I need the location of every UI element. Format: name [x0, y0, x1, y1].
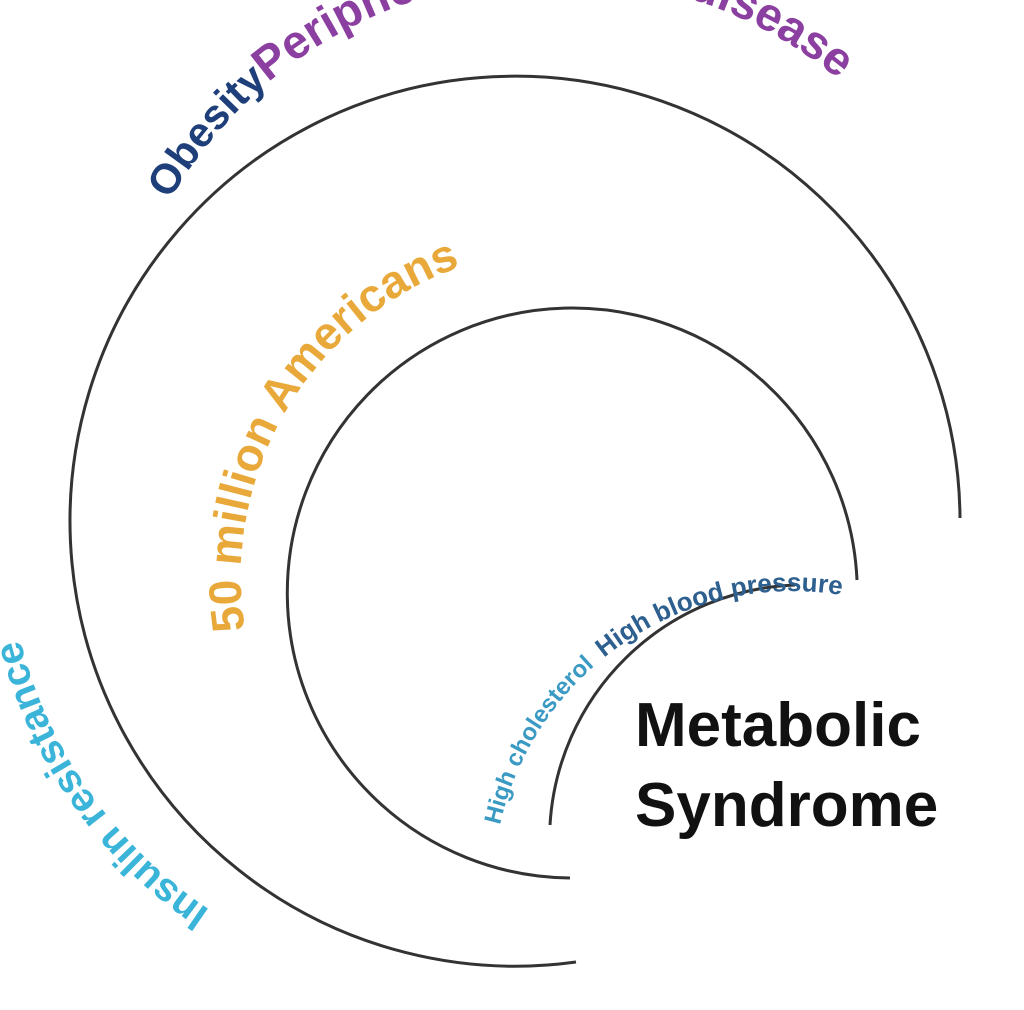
label-insulin-resistance: Insulin resistance — [0, 637, 215, 939]
middle-arc — [285, 306, 859, 880]
title-line-2: Syndrome — [635, 771, 938, 840]
title-line-1: Metabolic — [635, 691, 921, 760]
label-high-cholesterol: High cholesterol — [480, 650, 599, 826]
inner-arc — [548, 583, 796, 826]
label-obesity: Obesity — [138, 53, 275, 204]
outer-arc — [68, 74, 962, 968]
label-50-million-americans: 50 million Americans — [199, 227, 465, 635]
label-high-blood-pressure: High blood pressure — [589, 567, 845, 662]
